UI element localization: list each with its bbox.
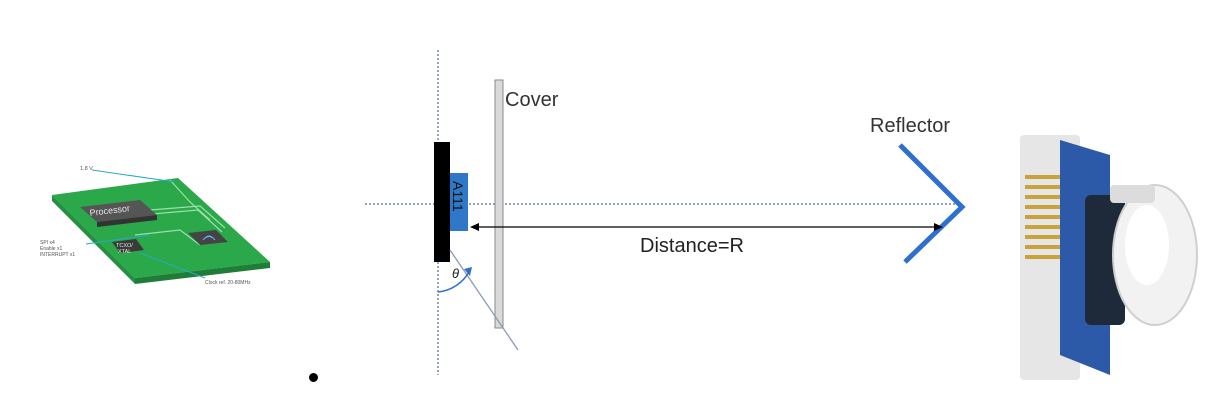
cover-label: Cover (505, 89, 559, 111)
distance-arrowhead-right (934, 223, 943, 231)
spi-callout-line (85, 234, 151, 245)
tcxo-chip (112, 239, 144, 253)
radar-diagram: A111 Cover Reflector Distance=R θ (360, 40, 990, 380)
wireless-icon (202, 235, 216, 241)
radar-geometry: A111 Cover Reflector Distance=R θ (365, 50, 966, 375)
reflector-label: Reflector (870, 115, 950, 137)
tcxo-label-line2: XTAL (118, 249, 131, 255)
angle-label: θ (452, 266, 459, 281)
spi-label: SPI x4 (40, 240, 55, 246)
sensor-label: A111 (450, 181, 466, 212)
pcb-board-edge (135, 262, 270, 284)
pcb-board (52, 178, 270, 278)
bullet-point (309, 373, 318, 382)
module-drawing (1020, 135, 1198, 380)
distance-label: Distance=R (640, 235, 744, 257)
module-housing (1085, 195, 1125, 325)
voltage-label: 1.8 V (80, 166, 93, 172)
cover-plate (494, 79, 504, 329)
radar-module-photo (1015, 125, 1200, 385)
clock-callout-line (139, 252, 206, 279)
beam-ray (449, 249, 519, 351)
interrupt-label: INTERRUPT x1 (40, 252, 75, 258)
header-pins (1025, 175, 1060, 259)
radar-chip (188, 230, 228, 245)
processor-chip (80, 200, 157, 222)
reflector-shape (898, 143, 966, 264)
distance-arrowhead-left (470, 223, 479, 231)
pcb-illustration: Processor TCXO/ XTAL 1.8 V SPI x4 Enable… (40, 150, 290, 300)
processor-label: Processor (89, 203, 130, 218)
enable-label: Enable x1 (40, 246, 62, 252)
pcb-drawing: Processor TCXO/ XTAL 1.8 V SPI x4 Enable… (40, 166, 270, 286)
tcxo-label-line1: TCXO/ (116, 243, 133, 249)
sensor-mount (434, 142, 450, 262)
a111-sensor (450, 173, 468, 231)
clock-label: Clock ref. 20-80MHz (205, 280, 251, 286)
angle-arrowhead (464, 267, 472, 276)
voltage-callout-line (91, 169, 176, 183)
